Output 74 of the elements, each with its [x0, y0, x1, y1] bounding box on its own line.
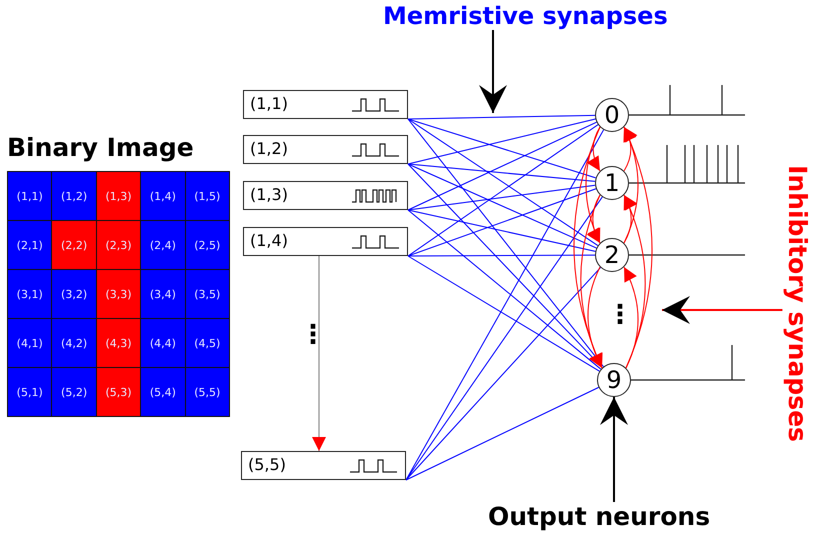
- ellipsis-mark: ⋮: [607, 302, 633, 328]
- input-box: [243, 181, 408, 210]
- pixel-cell: (2,3): [96, 221, 140, 269]
- synapse-line: [408, 114, 596, 120]
- pixel-cell: (5,3): [96, 368, 140, 416]
- arrow: [600, 397, 628, 502]
- arrow: [624, 266, 638, 368]
- pixel-cell: (5,5): [186, 368, 229, 416]
- neuron-circle: 0: [595, 98, 629, 132]
- synapse-line: [408, 164, 603, 368]
- arrow: [587, 194, 600, 244]
- input-label: (1,2): [250, 139, 288, 158]
- input-label: (1,3): [250, 185, 288, 204]
- arrow: [312, 256, 326, 452]
- neuron-circle: 2: [595, 238, 629, 272]
- pixel-cell: (3,5): [186, 270, 229, 318]
- synapse-line: [408, 184, 596, 210]
- input-label: (5,5): [248, 455, 286, 474]
- annotation-label: Output neurons: [488, 502, 710, 531]
- pixel-cell: (4,4): [141, 319, 185, 367]
- pixel-cell: (2,2): [52, 221, 96, 269]
- grid-title: Binary Image: [7, 133, 195, 164]
- pixel-cell: (1,3): [96, 172, 140, 220]
- arrow: [624, 194, 637, 244]
- annotation-label: Memristive synapses: [383, 2, 668, 30]
- pixel-cell: (5,2): [52, 368, 96, 416]
- synapse-line: [408, 188, 596, 256]
- input-box: [243, 227, 408, 256]
- pixel-cell: (1,2): [52, 172, 96, 220]
- ellipsis-mark: ⋮: [300, 322, 326, 348]
- pixel-cell: (5,1): [8, 368, 52, 416]
- synapse-line: [406, 129, 604, 480]
- synapse-line: [408, 210, 596, 252]
- arrow: [662, 296, 782, 324]
- pixel-cell: (2,4): [141, 221, 185, 269]
- synapse-line: [408, 254, 596, 256]
- pixel-cell: (4,1): [8, 319, 52, 367]
- neuron-circle: 1: [595, 166, 629, 200]
- arrow: [479, 30, 507, 113]
- arrow: [623, 126, 638, 244]
- arrow: [587, 126, 600, 172]
- pixel-cell: (2,5): [186, 221, 229, 269]
- arrow: [588, 266, 602, 368]
- input-box: [241, 451, 406, 480]
- synapse-line: [406, 196, 603, 480]
- pixel-cell: (2,1): [8, 221, 52, 269]
- pixel-cell: (1,4): [141, 172, 185, 220]
- pixel-cell: (5,4): [141, 368, 185, 416]
- synapse-line: [408, 210, 602, 370]
- synapse-line: [408, 118, 596, 178]
- pixel-cell: (4,5): [186, 319, 229, 367]
- synapse-line: [408, 256, 600, 372]
- pixel-cell: (3,4): [141, 270, 185, 318]
- pixel-cell: (1,1): [8, 172, 52, 220]
- arrow: [624, 126, 637, 172]
- annotation-label: Inhibitory synapses: [782, 164, 812, 442]
- synapse-line: [406, 267, 602, 480]
- input-box: [243, 135, 408, 164]
- pixel-cell: (3,3): [96, 270, 140, 318]
- pixel-cell: (3,1): [8, 270, 52, 318]
- pixel-cell: (3,2): [52, 270, 96, 318]
- synapse-line: [408, 164, 597, 249]
- synapse-line: [408, 118, 604, 368]
- pixel-cell: (4,3): [96, 319, 140, 367]
- input-label: (1,1): [250, 94, 288, 113]
- synapse-line: [408, 122, 598, 210]
- input-label: (1,4): [250, 231, 288, 250]
- neuron-circle: 9: [597, 363, 631, 397]
- synapse-line: [408, 164, 596, 182]
- pixel-cell: (1,5): [186, 172, 229, 220]
- input-box: [243, 90, 408, 119]
- pixel-cell: (4,2): [52, 319, 96, 367]
- synapse-line: [408, 118, 596, 164]
- synapse-line: [406, 386, 600, 480]
